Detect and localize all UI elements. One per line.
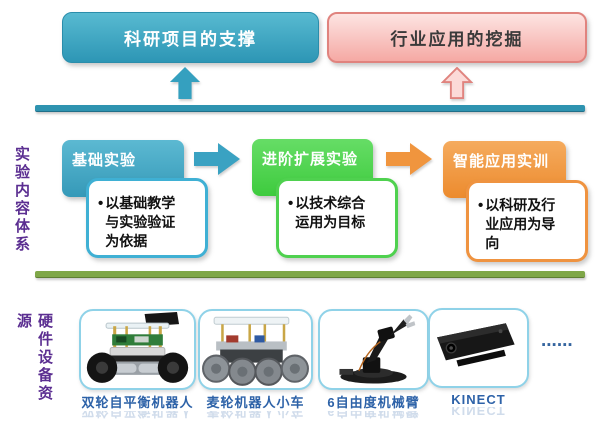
kinect-sensor-image xyxy=(437,323,515,367)
green-divider-bar xyxy=(35,271,585,278)
stage-intelligent-bullet-card: • 以科研及行业应用为导向 xyxy=(466,180,588,262)
stage-intelligent-title: 智能应用实训 xyxy=(453,153,550,170)
hardware-resource-side-label: 硬件设备资源 xyxy=(15,313,53,403)
device-card-kinect xyxy=(428,308,529,388)
device-card-mecanum-car xyxy=(198,309,313,390)
device-label-text: 麦轮机器人小车 xyxy=(206,395,305,410)
teal-divider-bar xyxy=(35,105,585,112)
device-label-reflection: 6自由度机械臂 xyxy=(327,411,420,419)
industry-application-label: 行业应用的挖掘 xyxy=(390,30,524,49)
up-arrow-outline-icon xyxy=(441,67,473,99)
more-devices-ellipsis: ...... xyxy=(541,330,573,351)
bullet-dot-icon: • xyxy=(98,195,104,212)
device-label-reflection: 麦轮机器人小车 xyxy=(206,411,305,419)
device-label-robot-arm: 6自由度机械臂 6自由度机械臂 xyxy=(313,392,434,422)
bullet-dot-icon: • xyxy=(478,197,484,214)
mecanum-robot-car-image xyxy=(202,316,309,386)
device-label-text: 6自由度机械臂 xyxy=(327,395,420,410)
stage-advanced-bullet-text: 以技术综合运用为目标 xyxy=(295,195,366,230)
research-support-label: 科研项目的支撑 xyxy=(124,30,257,49)
stage-basic-bullet-card: • 以基础教学与实验验证为依据 xyxy=(86,178,208,258)
device-card-balancing-robot xyxy=(79,309,196,390)
stage-basic-bullet-text: 以基础教学与实验验证为依据 xyxy=(105,195,176,249)
device-label-reflection: 双轮自平衡机器人 xyxy=(81,411,194,419)
bullet-dot-icon: • xyxy=(288,195,294,212)
device-label-mecanum-car: 麦轮机器人小车 麦轮机器人小车 xyxy=(193,392,318,422)
robot-arm-image xyxy=(339,314,416,384)
right-arrow-teal-icon xyxy=(194,143,240,175)
stage-basic-title: 基础实验 xyxy=(72,152,137,169)
stage-advanced-bullet-card: • 以技术综合运用为目标 xyxy=(276,178,398,258)
device-label-kinect: KINECT KINECT xyxy=(423,392,534,418)
device-label-balancing-robot: 双轮自平衡机器人 双轮自平衡机器人 xyxy=(74,392,201,422)
stage-advanced-title: 进阶扩展实验 xyxy=(262,151,359,168)
research-support-box: 科研项目的支撑 xyxy=(62,12,319,63)
device-label-text: 双轮自平衡机器人 xyxy=(81,395,194,410)
self-balancing-robot-image xyxy=(86,312,189,383)
device-label-reflection: KINECT xyxy=(451,407,506,418)
experiment-content-side-label: 实验内容体系 xyxy=(13,146,30,254)
industry-application-box: 行业应用的挖掘 xyxy=(327,12,587,63)
right-arrow-orange-icon xyxy=(386,143,432,175)
stage-intelligent-bullet-text: 以科研及行业应用为导向 xyxy=(485,197,556,251)
up-arrow-icon xyxy=(169,67,201,99)
device-card-robot-arm xyxy=(318,309,429,390)
device-label-text: KINECT xyxy=(451,392,506,407)
